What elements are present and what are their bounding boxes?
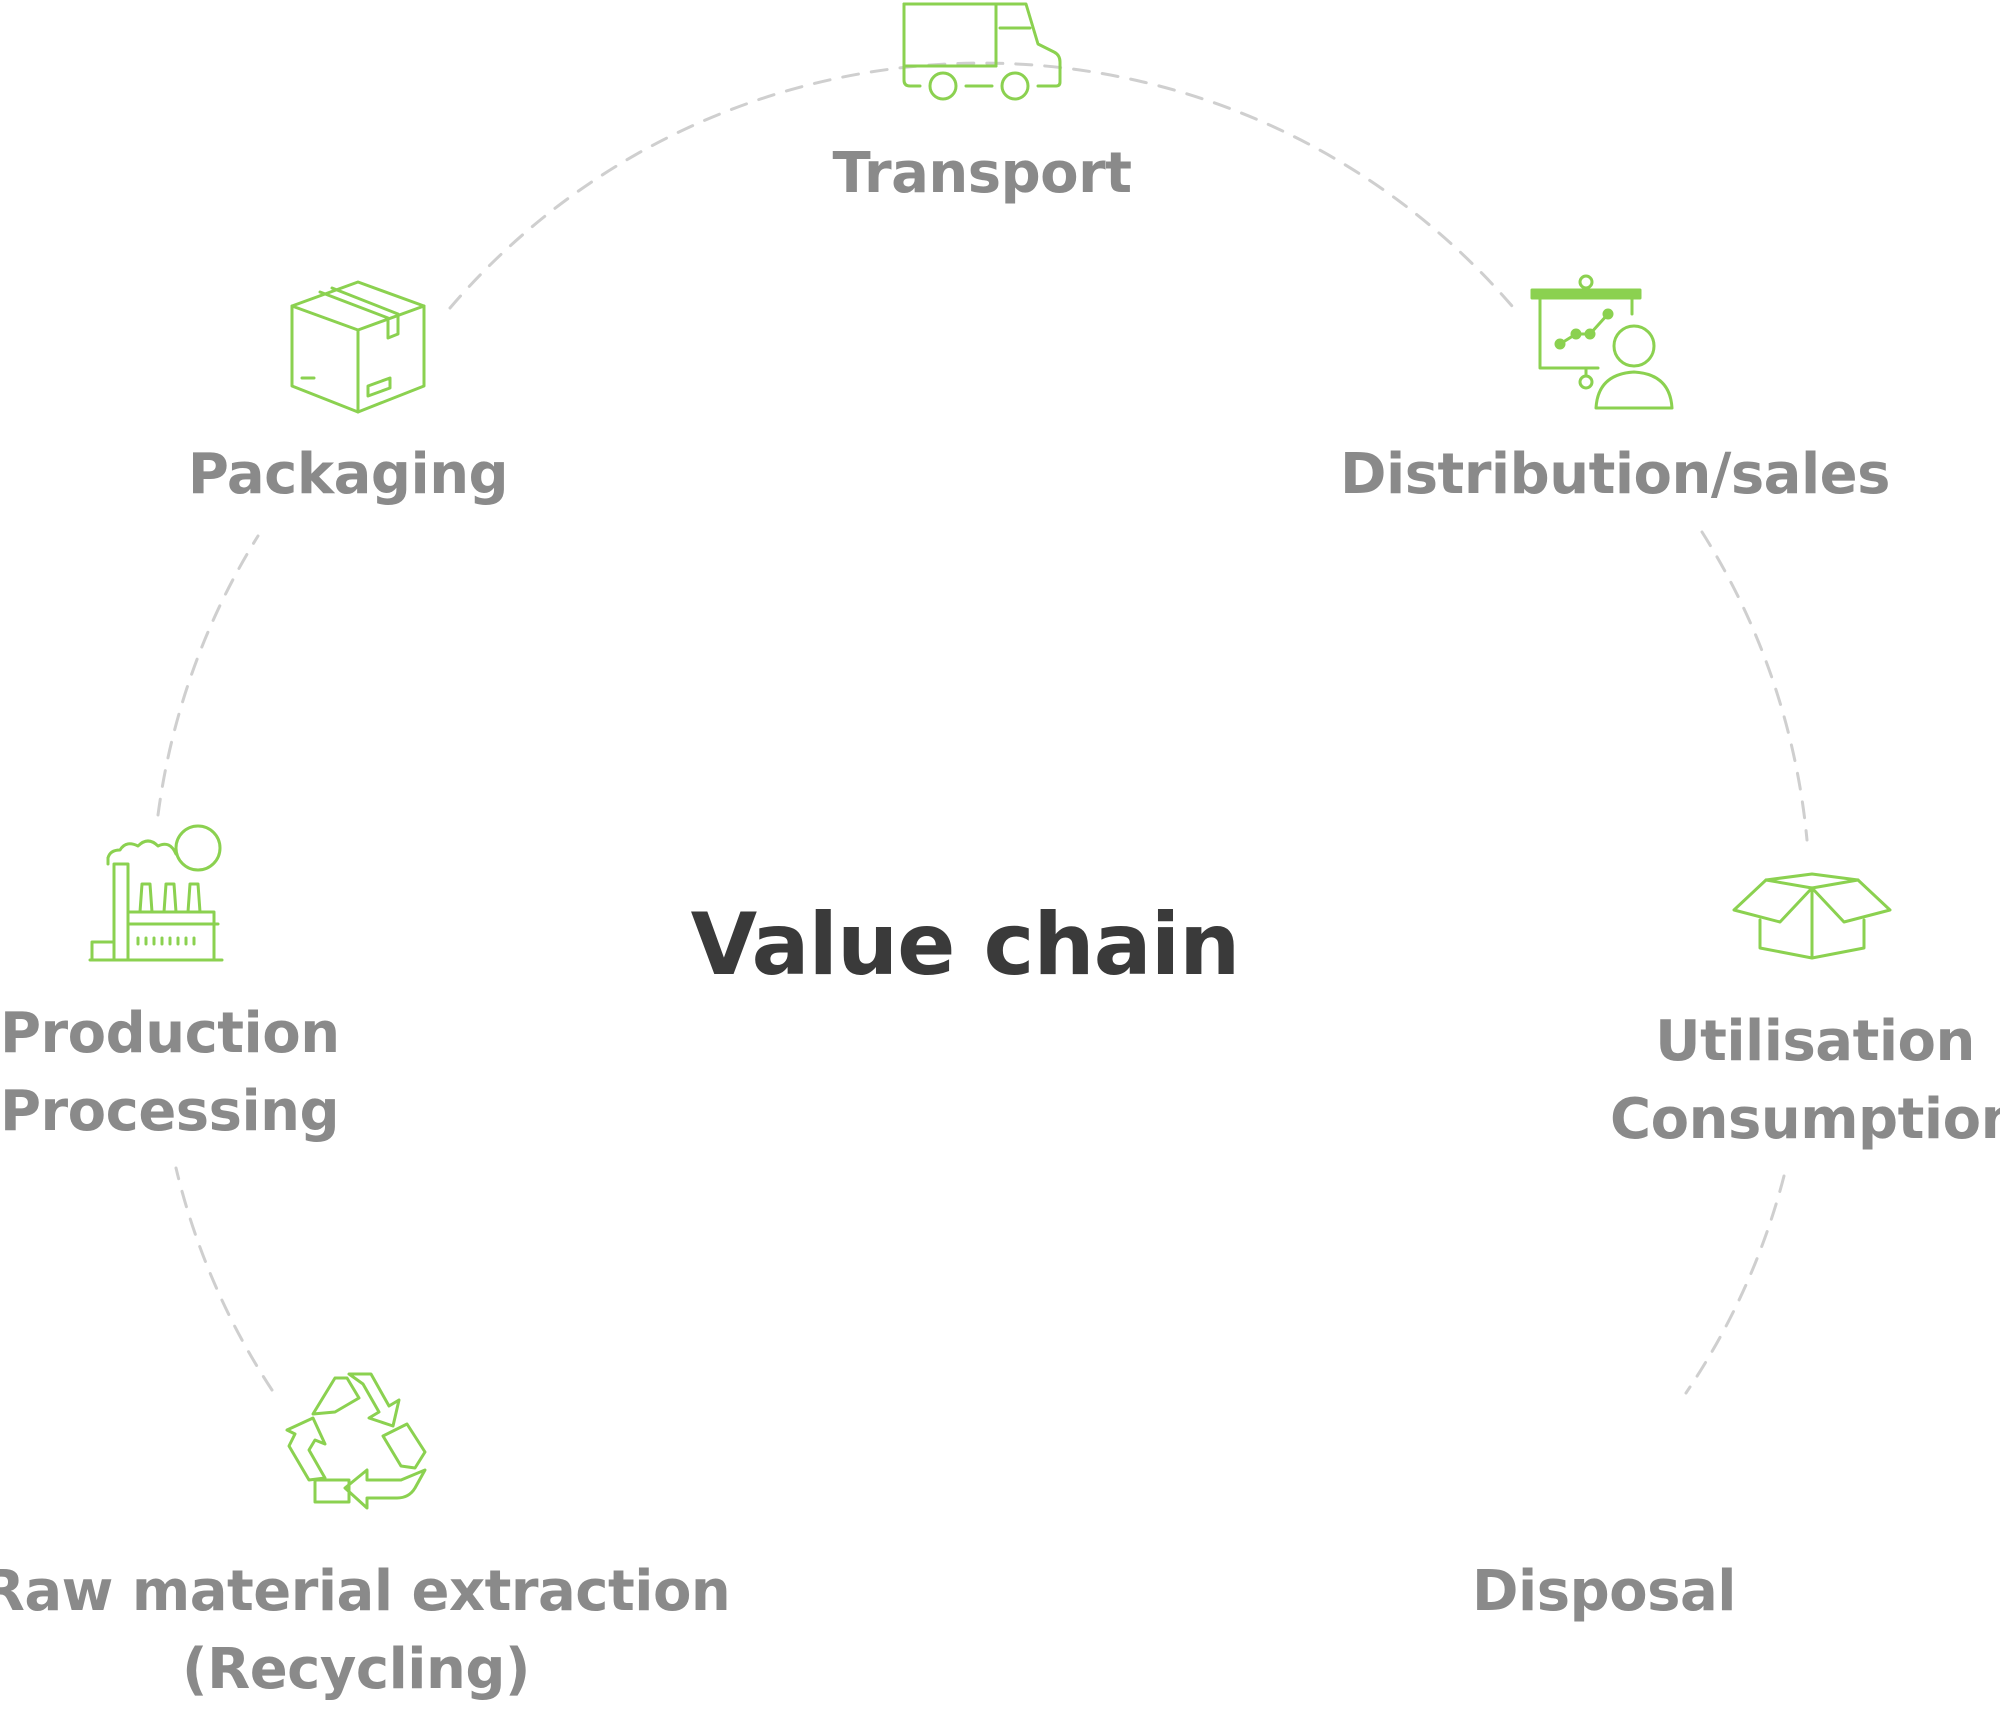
stage-label-raw-material: Raw material extraction (Recycling): [0, 1553, 731, 1709]
connector-arc-distribution-utilisation: [1700, 530, 1809, 842]
stage-label-line: Raw material extraction: [0, 1559, 731, 1624]
stage-label-production: Production Processing: [0, 995, 340, 1151]
stage-label-packaging: Packaging: [187, 436, 509, 514]
stage-label-line: Packaging: [187, 442, 509, 507]
stage-label-disposal: Disposal: [1472, 1553, 1736, 1631]
recycle-icon: [285, 1372, 427, 1510]
connector-arc-raw-production: [174, 1166, 274, 1392]
stage-label-utilisation: Utilisation Consumption: [1610, 1003, 2000, 1159]
stage-label-line: Transport: [832, 141, 1132, 206]
stage-label-transport: Transport: [832, 135, 1132, 213]
cardboard-box-icon: [290, 280, 426, 414]
stage-label-line: Production: [0, 1001, 340, 1066]
stage-label-line: Utilisation: [1655, 1009, 1975, 1074]
stage-label-line: Disposal: [1472, 1559, 1736, 1624]
truck-icon: [902, 2, 1062, 101]
stage-label-line: Consumption: [1610, 1087, 2000, 1152]
connector-arc-production-packaging: [156, 534, 260, 817]
stage-label-line: Processing: [0, 1079, 340, 1144]
presentation-person-icon: [1530, 274, 1674, 410]
stage-label-distribution: Distribution/sales: [1340, 436, 1890, 514]
connector-arc-utilisation-disposal: [1684, 1174, 1786, 1395]
diagram-title: Value chain: [690, 895, 1241, 995]
factory-icon: [88, 824, 224, 962]
connector-arc-packaging-transport: [448, 61, 1514, 310]
trash-can-icon: [1552, 1390, 1652, 1510]
open-box-icon: [1732, 872, 1892, 960]
stage-label-line: (Recycling): [181, 1637, 531, 1702]
stage-label-line: Distribution/sales: [1340, 442, 1890, 507]
